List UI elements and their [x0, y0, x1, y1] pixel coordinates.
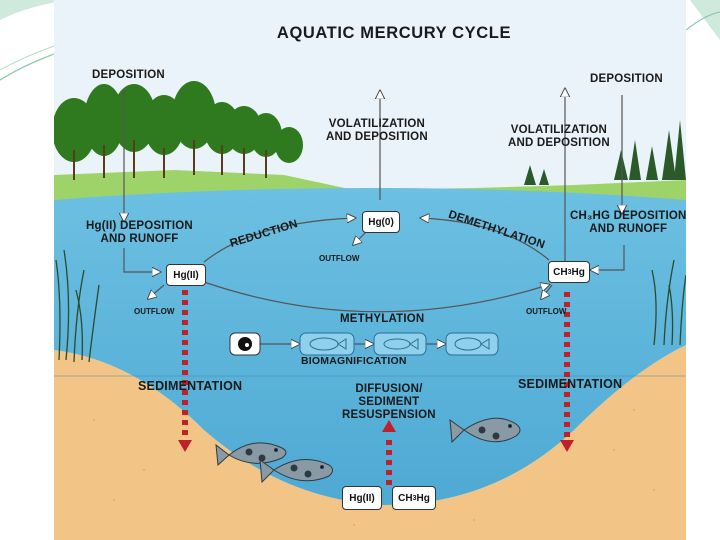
volatilization-center-label: VOLATILIZATION AND DEPOSITION	[326, 118, 428, 144]
sedimentation-right-label: SEDIMENTATION	[518, 378, 622, 391]
outflow-left-label: OUTFLOW	[134, 307, 174, 316]
volatilization-right-label: VOLATILIZATION AND DEPOSITION	[508, 124, 610, 150]
outflow-right-label: OUTFLOW	[526, 307, 566, 316]
hg2-deposition-label: Hg(II) DEPOSITION AND RUNOFF	[86, 220, 193, 246]
diagram-frame: AQUATIC MERCURY CYCLE DEPOSITION DEPOSIT…	[54, 0, 686, 540]
plankton-icon	[230, 333, 260, 355]
diffusion-label: DIFFUSION/ SEDIMENT RESUSPENSION	[342, 383, 436, 422]
ch3hg-deposition-label: CH₃HG DEPOSITION AND RUNOFF	[570, 210, 686, 236]
methylation-label: METHYLATION	[340, 313, 424, 326]
hg0-box: Hg(0)	[362, 211, 400, 233]
biomagnification-label: BIOMAGNIFICATION	[301, 355, 407, 368]
deposition-right-label: DEPOSITION	[590, 73, 663, 86]
sedimentation-left-label: SEDIMENTATION	[138, 380, 242, 393]
diagram-title: AQUATIC MERCURY CYCLE	[264, 24, 524, 43]
hg2-water-box: Hg(II)	[166, 264, 206, 286]
fish-icon	[300, 333, 498, 355]
outflow-center-label: OUTFLOW	[319, 254, 359, 263]
deposition-left-label: DEPOSITION	[92, 69, 165, 82]
hg2-sediment-box: Hg(II)	[342, 486, 382, 510]
